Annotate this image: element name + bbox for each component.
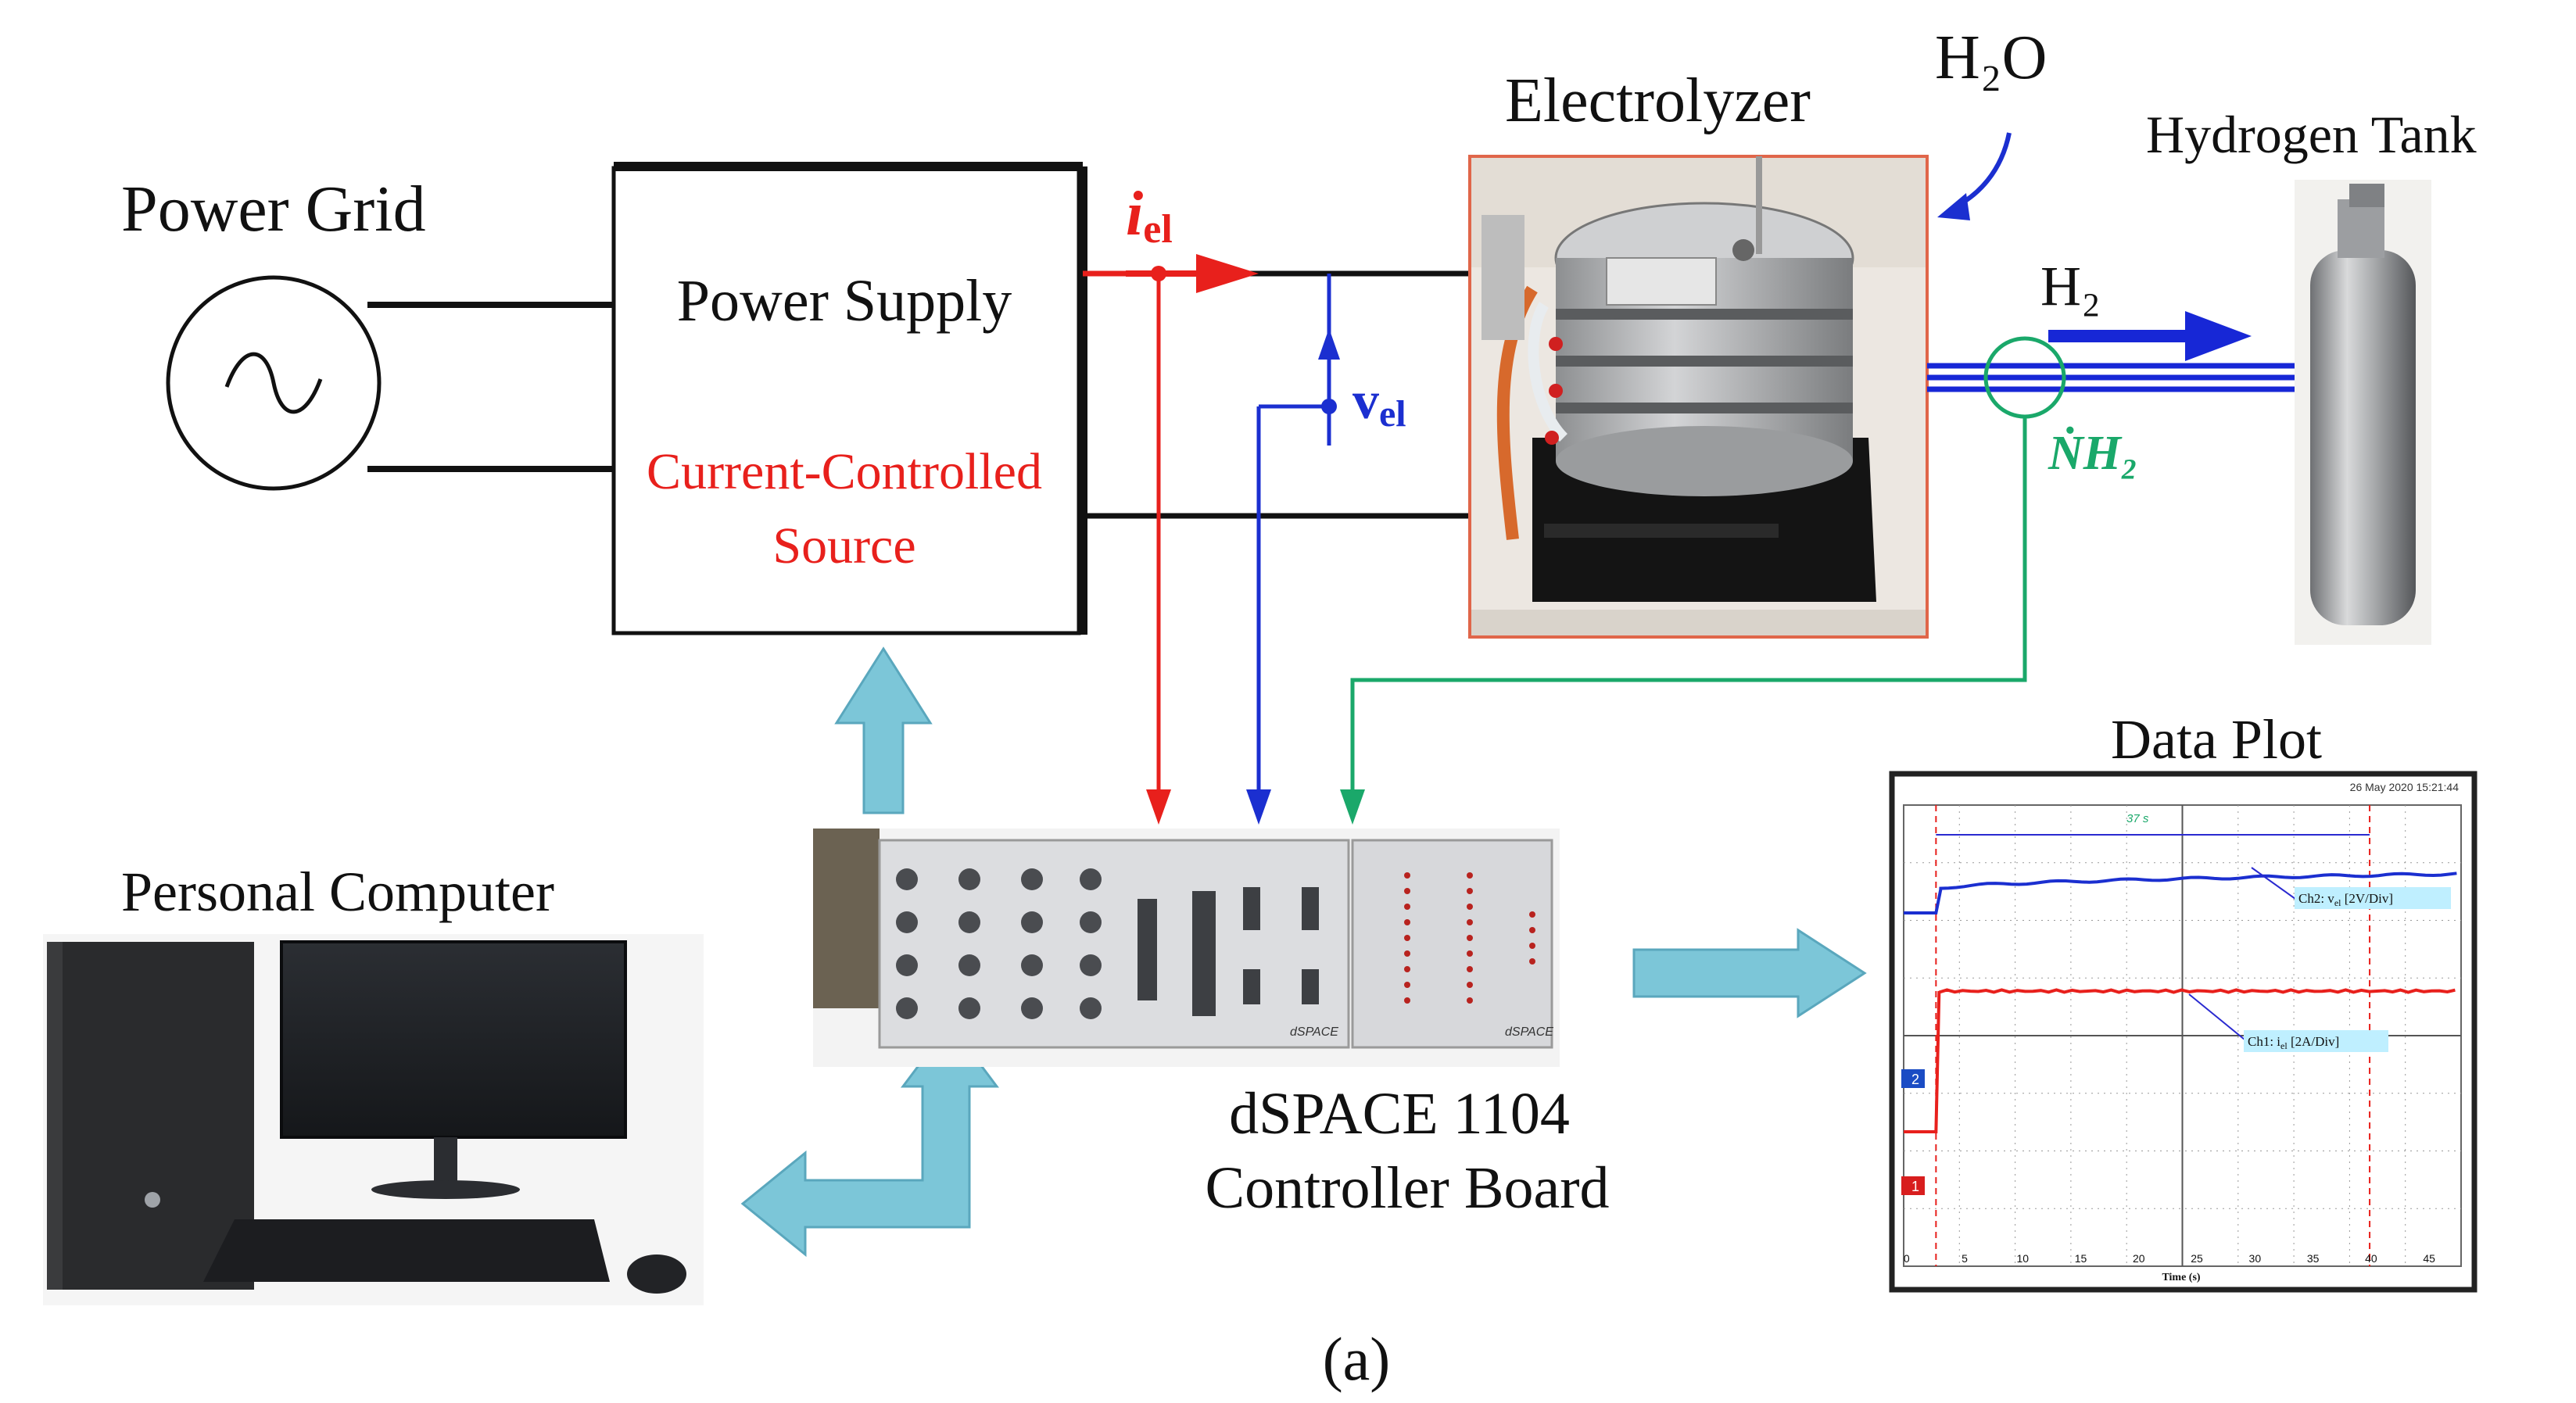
oscilloscope-annotations: 37 s Ch2: vel [2V/Div] Ch1: iel [2A/Div]… xyxy=(1901,812,2451,1283)
flow-signal-line xyxy=(1350,417,2027,789)
i-el-sub: el xyxy=(1143,207,1173,252)
water-inlet: H₂O xyxy=(1935,23,2047,220)
x-tick-label: 15 xyxy=(2075,1252,2087,1265)
svg-text:Ch2: vel [2V/Div]: Ch2: vel [2V/Div] xyxy=(2298,891,2393,908)
x-tick-label: 30 xyxy=(2249,1252,2262,1265)
pc-tower xyxy=(47,942,254,1290)
dc-wires xyxy=(1083,270,1470,519)
ccs-label-line2: Source xyxy=(772,517,915,574)
x-tick-label: 35 xyxy=(2307,1252,2320,1265)
water-arrow-icon xyxy=(1953,132,2012,209)
dspace-brand-right: dSPACE xyxy=(1505,1025,1553,1039)
h2-arrow-icon xyxy=(2185,311,2252,361)
data-plot-label: Data Plot xyxy=(2111,708,2322,771)
x-tick-label: 45 xyxy=(2423,1252,2435,1265)
ch1-current-trace xyxy=(1904,988,2456,1133)
status-leds xyxy=(1404,872,1535,1004)
voltage-arrow-icon xyxy=(1318,328,1340,360)
h2-label: H₂ xyxy=(2040,255,2101,317)
ch2-label: Ch2: v xyxy=(2298,891,2334,906)
svg-text:H₂O: H₂O xyxy=(1935,23,2047,92)
ch2-voltage-trace xyxy=(1904,872,2457,914)
ch1-label: Ch1: i xyxy=(2248,1034,2280,1049)
personal-computer: Personal Computer xyxy=(43,861,704,1305)
current-measurement: iel xyxy=(1126,180,1259,825)
pc-mouse xyxy=(627,1254,686,1294)
dspace-label-line2: Controller Board xyxy=(1205,1155,1609,1221)
nh2-label: ṄH₂ xyxy=(2048,427,2138,480)
svg-text:H₂: H₂ xyxy=(2040,255,2101,317)
dspace-label-line1: dSPACE 1104 xyxy=(1229,1081,1570,1147)
data-plot: Data Plot 26 May 2020 15:21:44 37 s Ch2:… xyxy=(1889,708,2477,1293)
current-arrow-icon xyxy=(1196,254,1259,293)
bnc-connectors xyxy=(896,868,1102,1019)
power-supply-block: Power Supply Current-Controlled Source xyxy=(611,162,1087,635)
svg-text:vel: vel xyxy=(1352,370,1406,435)
oscilloscope-timestamp: 26 May 2020 15:21:44 xyxy=(2350,781,2460,793)
oscilloscope-x-ticks: 0 5 10 15 20 25 30 35 40 45 xyxy=(1904,1252,2435,1265)
current-signal-arrowhead xyxy=(1146,789,1171,825)
control-arrow-up-icon xyxy=(834,646,933,814)
svg-text:iel: iel xyxy=(1126,180,1173,252)
x-tick-label: 0 xyxy=(1904,1252,1910,1265)
pc-monitor xyxy=(280,940,627,1139)
hydrogen-line: H₂ xyxy=(1927,255,2295,392)
ccs-label-line1: Current-Controlled xyxy=(647,443,1042,500)
flow-measurement: ṄH₂ xyxy=(1340,336,2138,825)
ch1-marker: 1 xyxy=(1911,1179,1919,1194)
pc-link-arrow-icon xyxy=(740,1022,999,1258)
x-tick-label: 20 xyxy=(2133,1252,2145,1265)
figure-caption: (a) xyxy=(1323,1325,1391,1393)
output-arrow-right-icon xyxy=(1632,928,1867,1018)
interval-label: 37 s xyxy=(2126,812,2149,825)
voltage-signal-arrowhead xyxy=(1246,789,1271,825)
ch2-marker: 2 xyxy=(1911,1072,1919,1087)
electrolyzer-label: Electrolyzer xyxy=(1505,66,1811,135)
x-tick-label: 25 xyxy=(2191,1252,2203,1265)
pc-keyboard xyxy=(203,1219,610,1282)
pc-label: Personal Computer xyxy=(121,861,554,923)
voltage-measurement: vel xyxy=(1246,274,1406,825)
sine-wave-icon xyxy=(224,352,323,414)
h2o-label: H₂O xyxy=(1935,23,2047,92)
power-supply-label: Power Supply xyxy=(677,268,1012,334)
x-axis-label: Time (s) xyxy=(2162,1272,2200,1283)
block-arrows xyxy=(740,646,1867,1258)
i-el-label: i xyxy=(1126,180,1143,249)
v-el-sub: el xyxy=(1379,393,1406,435)
hydrogen-tank-label: Hydrogen Tank xyxy=(2146,105,2477,164)
flow-signal-arrowhead xyxy=(1340,789,1365,825)
hydrogen-tank: Hydrogen Tank xyxy=(2146,105,2477,645)
electrolyzer: Electrolyzer xyxy=(1468,66,1929,639)
power-grid: Power Grid xyxy=(121,173,614,491)
x-tick-label: 10 xyxy=(2016,1252,2029,1265)
dspace-brand-left: dSPACE xyxy=(1290,1025,1338,1039)
dspace-board: dSPACE dSPACE dSPACE 1104 Controller Boa… xyxy=(813,829,1610,1221)
x-tick-label: 40 xyxy=(2365,1252,2377,1265)
svg-text:ṄH₂: ṄH₂ xyxy=(2048,427,2138,480)
svg-text:Ch1: iel [2A/Div]: Ch1: iel [2A/Div] xyxy=(2248,1034,2339,1051)
x-tick-label: 5 xyxy=(1962,1252,1968,1265)
power-grid-label: Power Grid xyxy=(121,173,426,245)
v-el-label: v xyxy=(1352,370,1379,430)
